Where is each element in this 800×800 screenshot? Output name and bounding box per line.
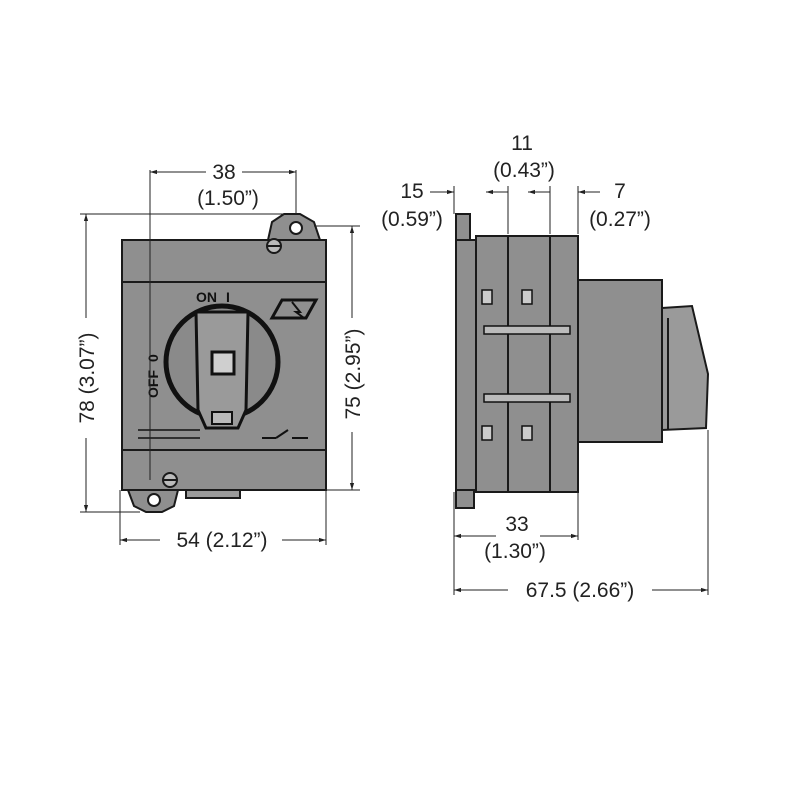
off-symbol: 0 <box>145 354 161 362</box>
dim-mount-spacing: 38 <box>212 161 235 184</box>
dim-module-in: (0.43”) <box>493 159 555 182</box>
bottom-rail-clip <box>185 489 241 499</box>
disconnect-symbol-icon <box>269 298 319 320</box>
dim-body-height: 75 (2.95”) <box>342 328 365 419</box>
on-label: ON <box>196 289 217 305</box>
side-rib-bottom <box>483 393 571 403</box>
on-symbol: I <box>226 289 230 305</box>
side-rib-top <box>483 325 571 335</box>
side-handle <box>661 304 710 432</box>
front-dimensions: 38 (1.50”) 54 (2.12”) 78 (3.07”) 75 (2.9… <box>76 161 365 552</box>
dim-front-width: 54 (2.12”) <box>176 529 267 552</box>
side-module-body <box>475 235 579 493</box>
side-view <box>455 213 710 509</box>
dim-rear: 7 <box>614 180 626 203</box>
handle-padlock-slot <box>211 411 233 425</box>
side-din-clip <box>455 213 471 241</box>
switch-symbol-icon <box>262 429 308 439</box>
dim-body-depth-in: (1.30”) <box>484 540 546 563</box>
dim-body-depth: 33 <box>505 513 528 536</box>
top-mounting-hole <box>289 221 303 235</box>
dim-mount-spacing-in: (1.50”) <box>197 187 259 210</box>
handle-lock-window <box>210 350 236 376</box>
off-label: OFF <box>145 370 161 398</box>
front-view: ON I OFF 0 <box>121 213 327 513</box>
dim-total-depth: 67.5 (2.66”) <box>526 579 635 602</box>
dim-total-height: 78 (3.07”) <box>76 332 99 423</box>
dim-module: 11 <box>511 132 533 155</box>
dim-front-depth: 15 <box>400 180 423 203</box>
bottom-mounting-hole <box>147 493 161 507</box>
side-front-cover <box>577 279 663 443</box>
side-dimensions: 15 (0.59”) 11 (0.43”) 7 (0.27”) 33 (1.30… <box>381 132 709 602</box>
dim-front-depth-in: (0.59”) <box>381 208 443 231</box>
dim-rear-in: (0.27”) <box>589 208 651 231</box>
side-bottom-clip <box>455 489 475 509</box>
